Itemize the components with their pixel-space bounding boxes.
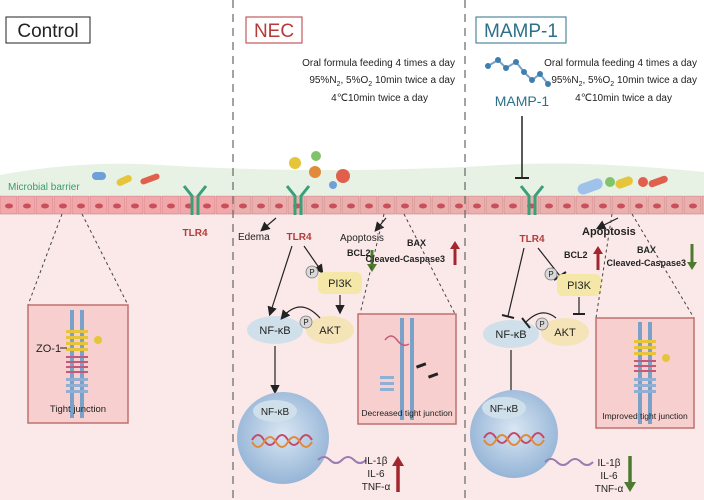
tight-junction-label: Tight junction	[50, 404, 106, 415]
il6-label: IL-6	[600, 471, 618, 482]
tlr4-label: TLR4	[520, 234, 545, 245]
bax-label: BAX	[637, 245, 656, 255]
condition-line1: Oral formula feeding 4 times a day	[544, 58, 697, 69]
tlr4-receptor-icon	[519, 185, 545, 215]
phospho-label: P	[309, 268, 314, 277]
bcl2-label: BCL2	[347, 248, 371, 258]
caspase3-label: Cleaved-Caspase3	[365, 254, 445, 264]
bcl2-label: BCL2	[564, 250, 588, 260]
condition-line2: 95%N2, 5%O2 10min twice a day	[551, 75, 697, 88]
tnfa-label: TNF-α	[595, 484, 624, 495]
pathogen-icons	[289, 151, 350, 189]
nfkb-label: NF-κB	[495, 329, 526, 341]
akt-label: AKT	[319, 325, 341, 337]
pi3k-node	[318, 272, 362, 294]
nucleus-nfkb-label: NF-κB	[490, 404, 519, 415]
condition-line3: 4℃10min twice a day	[575, 93, 672, 104]
nfkb-node	[247, 316, 303, 344]
condition-line3: 4℃10min twice a day	[331, 93, 428, 104]
control-title: Control	[17, 21, 78, 42]
tnfa-label: TNF-α	[362, 482, 391, 493]
pi3k-label: PI3K	[328, 278, 353, 290]
bacteria-icon	[92, 172, 160, 186]
caspase3-label: Cleaved-Caspase3	[606, 258, 686, 268]
bax-label: BAX	[407, 238, 426, 248]
tlr4-receptor-icon	[182, 185, 208, 215]
nec-conditions: Oral formula feeding 4 times a day 95%N2…	[302, 58, 455, 104]
mamp-molecule-icon	[485, 57, 551, 87]
decreased-tj-label: Decreased tight junction	[361, 408, 452, 418]
il1b-label: IL-1β	[598, 458, 621, 469]
decreased-tj-zoom	[357, 313, 457, 425]
control-title-box	[5, 16, 91, 44]
svg-text:P: P	[303, 318, 308, 327]
tlr4-receptor-icon	[285, 185, 311, 215]
nucleus-nfkb-label: NF-κB	[261, 407, 290, 418]
tlr4-label: TLR4	[183, 228, 208, 239]
condition-line1: Oral formula feeding 4 times a day	[302, 58, 455, 69]
mucus-layer	[0, 163, 704, 195]
zo1-proteins	[66, 330, 88, 351]
nec-title-box	[245, 16, 303, 44]
apoptosis-label: Apoptosis	[340, 233, 384, 244]
mamp-conditions: Oral formula feeding 4 times a day 95%N2…	[544, 58, 697, 104]
epithelium	[0, 195, 704, 215]
microbial-barrier-label: Microbial barrier	[8, 182, 80, 193]
akt-label: AKT	[554, 327, 576, 339]
akt-node	[541, 318, 589, 346]
mamp-molecule-label: MAMP-1	[495, 93, 550, 109]
improved-tj-zoom	[595, 317, 695, 429]
condition-line2: 95%N2, 5%O2 10min twice a day	[309, 75, 455, 88]
dna-icon	[483, 432, 545, 444]
svg-text:P: P	[548, 270, 553, 279]
akt-node	[306, 316, 354, 344]
zo1-label: ZO-1	[36, 343, 61, 355]
pi3k-label: PI3K	[567, 280, 592, 292]
nfkb-node	[483, 320, 539, 348]
mrna-icon	[544, 458, 594, 466]
dna-icon	[251, 434, 313, 446]
il1b-label: IL-1β	[365, 456, 388, 467]
mrna-icon	[317, 456, 367, 464]
pi3k-node	[557, 274, 601, 296]
svg-text:P: P	[539, 320, 544, 329]
mamp-title: MAMP-1	[484, 21, 558, 42]
bacteria-icon	[577, 175, 668, 195]
mamp-title-box	[475, 16, 567, 44]
nfkb-label: NF-κB	[259, 325, 290, 337]
edema-label: Edema	[238, 232, 270, 243]
il6-label: IL-6	[367, 469, 385, 480]
tlr4-label: TLR4	[287, 232, 312, 243]
improved-tj-label: Improved tight junction	[602, 411, 688, 421]
nec-title: NEC	[254, 21, 294, 42]
tight-junction-zoom	[27, 304, 129, 424]
